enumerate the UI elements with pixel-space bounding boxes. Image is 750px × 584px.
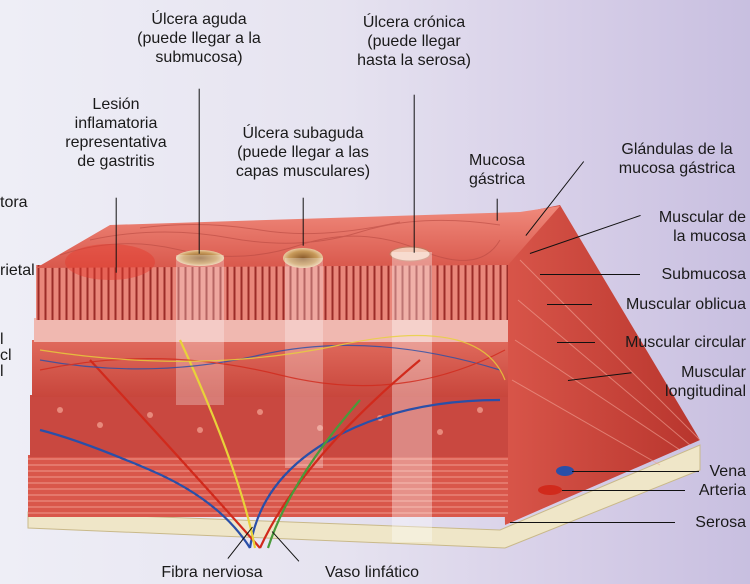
leader-ulcera-aguda — [198, 89, 199, 254]
label-ulcera-subaguda: Úlcera subaguda(puede llegar a lascapas … — [236, 124, 370, 181]
label-muscular-mucosa: Muscular dela mucosa — [659, 208, 746, 246]
cut-label-2: rietal — [0, 261, 35, 280]
muscular-oblique-layer — [32, 340, 508, 397]
leader-muscular-oblicua — [547, 304, 592, 305]
leader-muscular-circular — [557, 342, 595, 343]
label-fibra-nerviosa: Fibra nerviosa — [161, 563, 262, 582]
label-vaso-linfatico: Vaso linfático — [325, 563, 419, 582]
label-submucosa: Submucosa — [662, 265, 747, 284]
cut-label-5: l — [0, 362, 4, 381]
leader-vena — [572, 471, 699, 472]
label-arteria: Arteria — [699, 481, 746, 500]
label-ulcera-aguda: Úlcera aguda(puede llegar a lasubmucosa) — [137, 10, 261, 67]
leader-ulcera-subaguda — [302, 198, 303, 246]
leader-lesion — [115, 198, 116, 273]
leader-mucosa-gastrica — [496, 199, 497, 221]
label-muscular-longitudinal: Muscularlongitudinal — [665, 363, 746, 401]
leader-submucosa — [540, 274, 640, 275]
label-muscular-circular: Muscular circular — [625, 333, 746, 352]
leader-serosa — [510, 522, 675, 523]
cut-label-1: tora — [0, 193, 28, 212]
muscular-longitudinal-layer — [28, 455, 508, 517]
artery-stub — [538, 485, 562, 495]
label-muscular-oblicua: Muscular oblicua — [626, 295, 746, 314]
label-glandulas: Glándulas de lamucosa gástrica — [619, 140, 736, 178]
leader-arteria — [562, 490, 685, 491]
leader-ulcera-cronica — [413, 95, 414, 253]
label-ulcera-cronica: Úlcera crónica(puede llegarhasta la sero… — [357, 13, 471, 70]
label-serosa: Serosa — [695, 513, 746, 532]
label-vena: Vena — [710, 462, 746, 481]
label-lesion: Lesióninflamatoriarepresentativade gastr… — [65, 95, 166, 171]
submucosa-layer — [34, 318, 508, 342]
inflammatory-lesion — [65, 244, 155, 280]
label-mucosa-gastrica: Mucosagástrica — [469, 151, 525, 189]
